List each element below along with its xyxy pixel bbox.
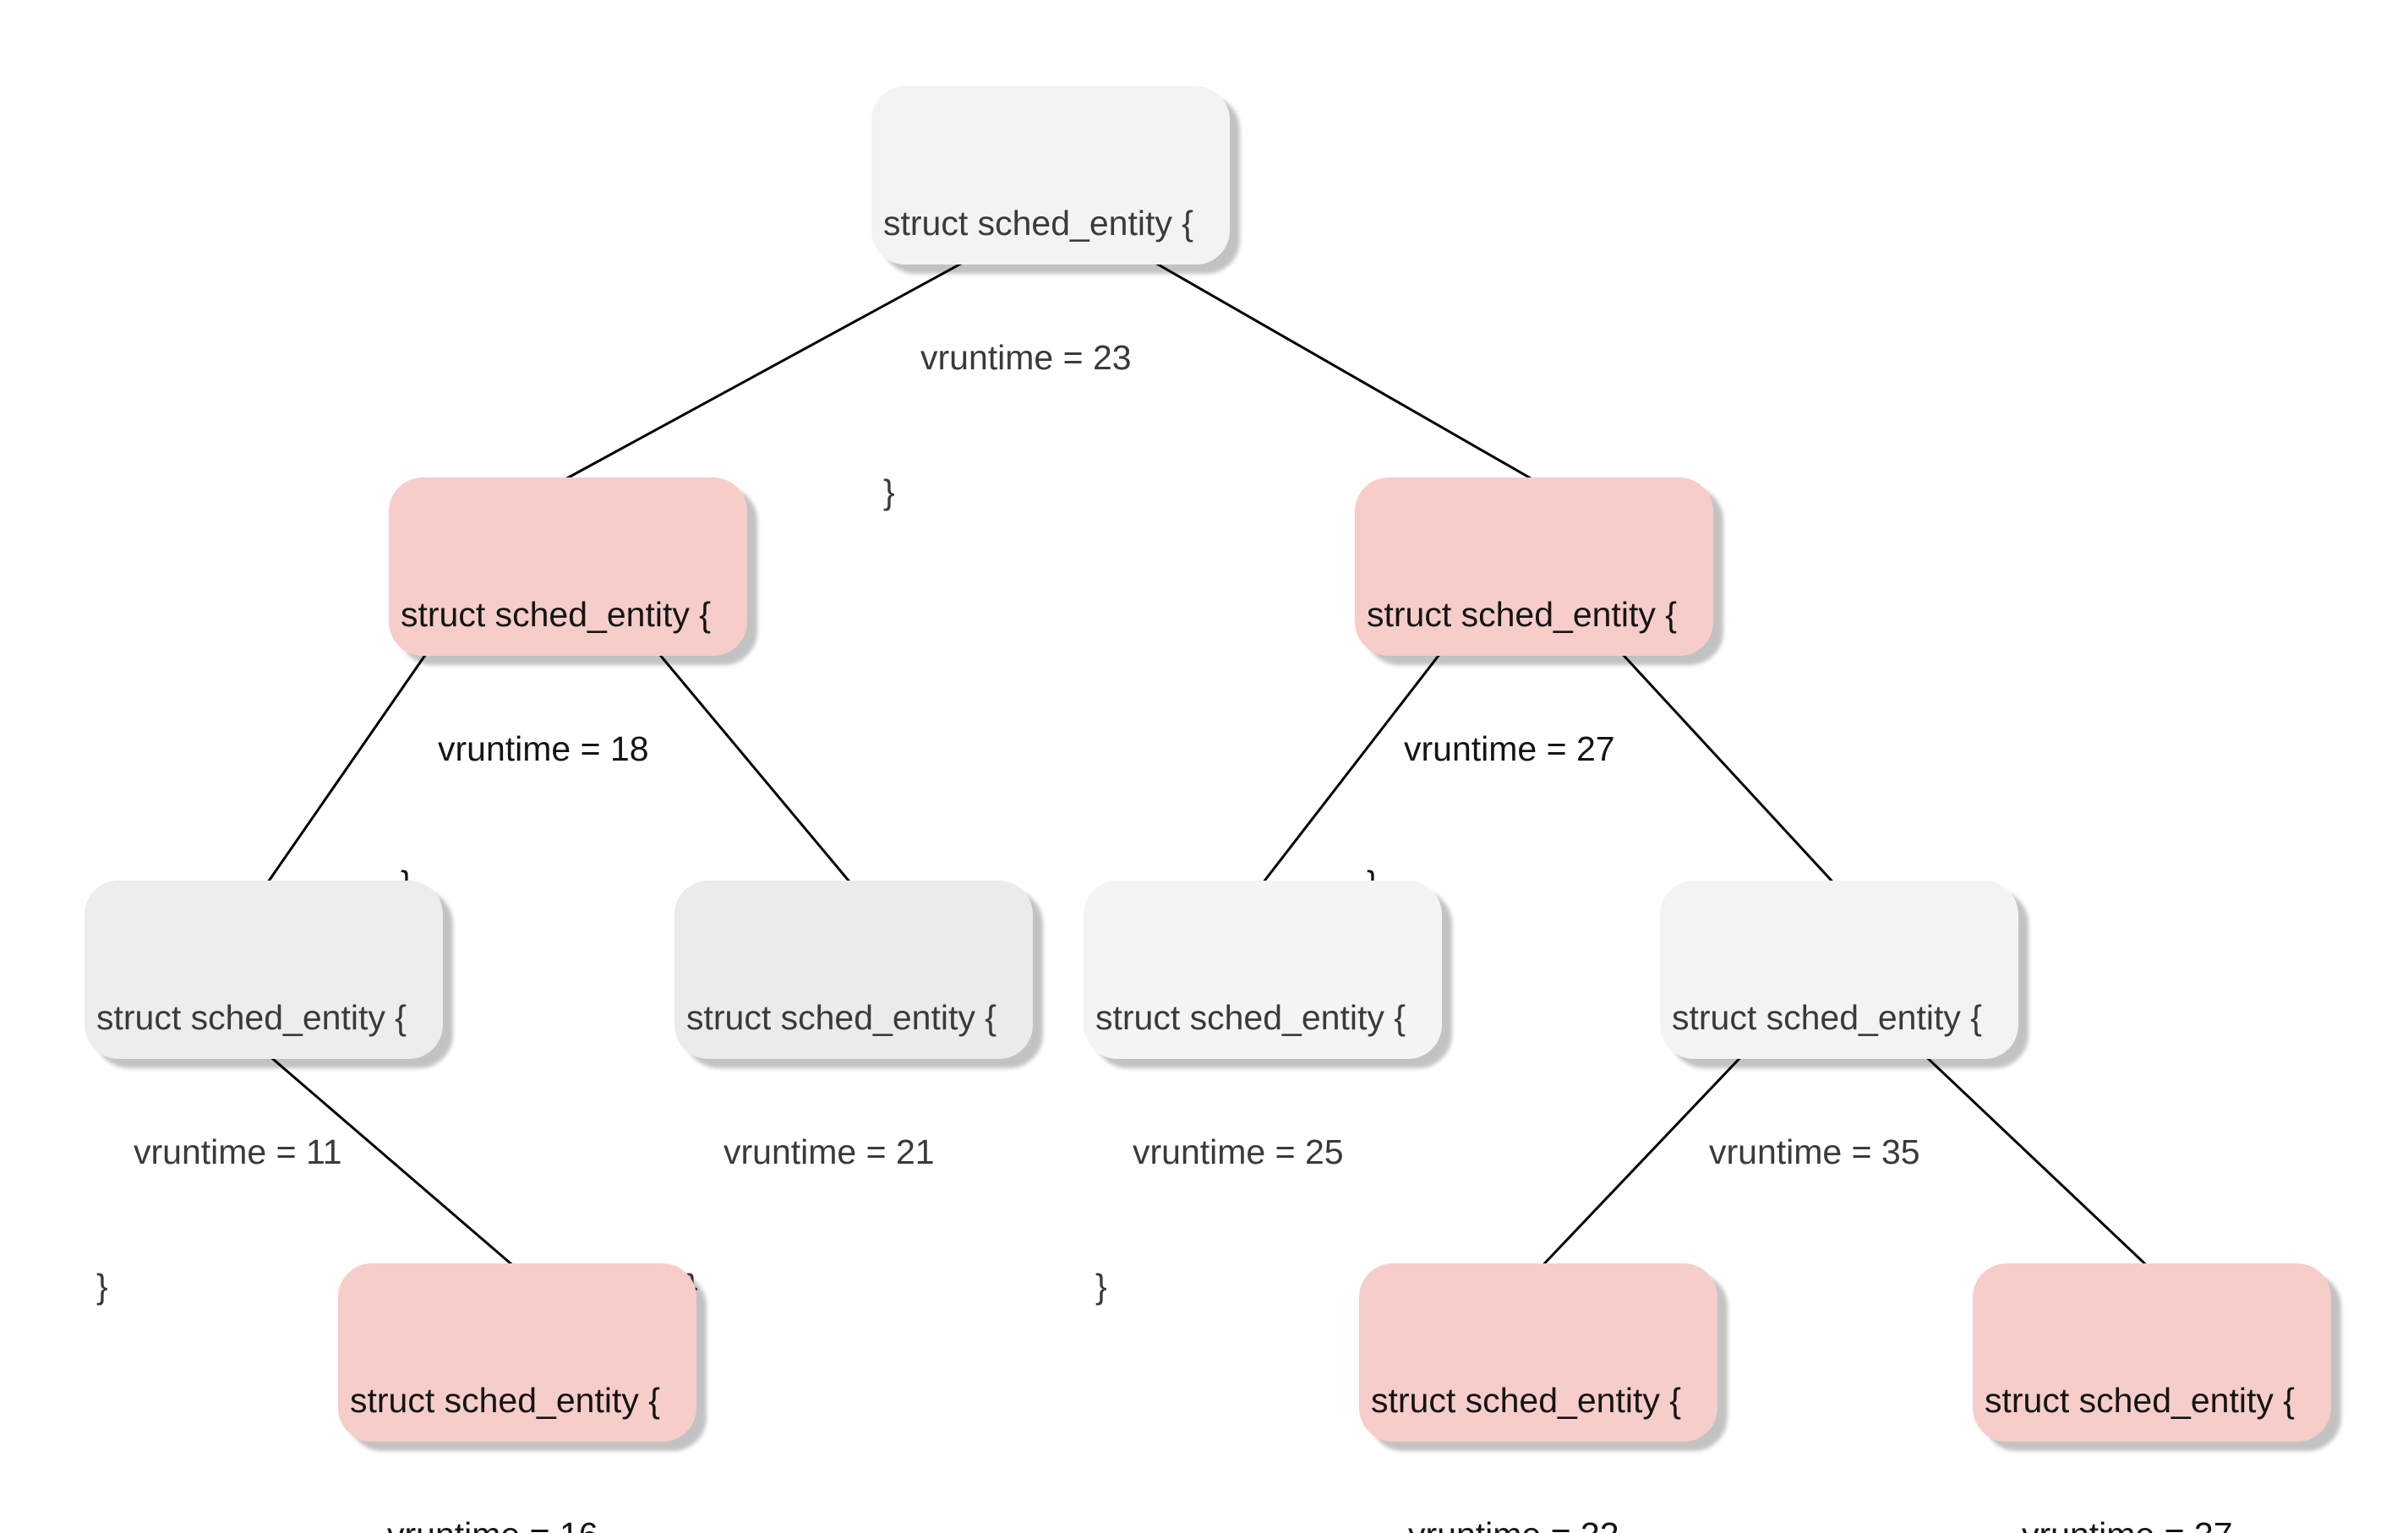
node-line-vruntime: vruntime = 35 [1709,1132,1920,1171]
node-line-vruntime: vruntime = 25 [1133,1132,1344,1171]
edge-27-25 [1255,648,1445,892]
node-line-struct: struct sched_entity { [1367,595,1677,634]
node-line-struct: struct sched_entity { [96,998,407,1037]
edge-35-37 [1917,1048,2157,1275]
edge-23-18 [554,257,971,487]
node-line-struct: struct sched_entity { [1371,1381,1681,1420]
tree-node-16: struct sched_entity { vruntime = 16 } [338,1263,696,1533]
node-line-vruntime: vruntime = 18 [438,729,649,768]
node-line-brace: } [686,1264,1021,1309]
node-line-struct: struct sched_entity { [1095,998,1406,1037]
edge-23-27 [1147,257,1543,487]
node-line-struct: struct sched_entity { [350,1381,660,1420]
tree-node-37: struct sched_entity { vruntime = 37 } [1973,1263,2331,1533]
node-line-brace: } [1095,1267,1107,1306]
node-line-brace: } [883,472,895,511]
edge-18-11 [260,648,431,892]
tree-node-23: struct sched_entity { vruntime = 23 } [871,86,1230,511]
node-line-vruntime: vruntime = 23 [920,338,1132,377]
node-line-struct: struct sched_entity { [686,998,997,1037]
node-line-vruntime: vruntime = 37 [2022,1513,2319,1533]
node-line-struct: struct sched_entity { [1672,998,1982,1037]
edge-27-35 [1616,647,1843,892]
tree-node-32: struct sched_entity { vruntime = 32 } [1359,1263,1717,1533]
node-line-struct: struct sched_entity { [1985,1381,2295,1420]
edge-18-21 [653,648,859,892]
node-line-vruntime: vruntime = 21 [723,1132,935,1171]
edge-35-32 [1533,1048,1750,1275]
tree-node-25: struct sched_entity { vruntime = 25 } [1084,881,1442,1306]
tree-node-21: struct sched_entity { vruntime = 21 } [674,881,1033,1306]
tree-node-11: struct sched_entity { vruntime = 11 } [85,881,443,1306]
node-line-brace: } [96,1267,108,1306]
node-line-vruntime: vruntime = 16 [387,1513,685,1533]
tree-node-35: struct sched_entity { vruntime = 35 } [1660,881,2018,1306]
node-line-struct: struct sched_entity { [401,595,711,634]
node-line-vruntime: vruntime = 32 [1408,1513,1706,1533]
node-line-vruntime: vruntime = 11 [134,1132,342,1171]
node-line-struct: struct sched_entity { [883,204,1193,243]
node-line-brace: } [1672,1264,2007,1309]
node-line-vruntime: vruntime = 27 [1404,729,1615,768]
tree-node-27: struct sched_entity { vruntime = 27 } [1355,477,1713,903]
edge-11-16 [261,1048,523,1275]
tree-node-18: struct sched_entity { vruntime = 18 } [389,477,747,903]
